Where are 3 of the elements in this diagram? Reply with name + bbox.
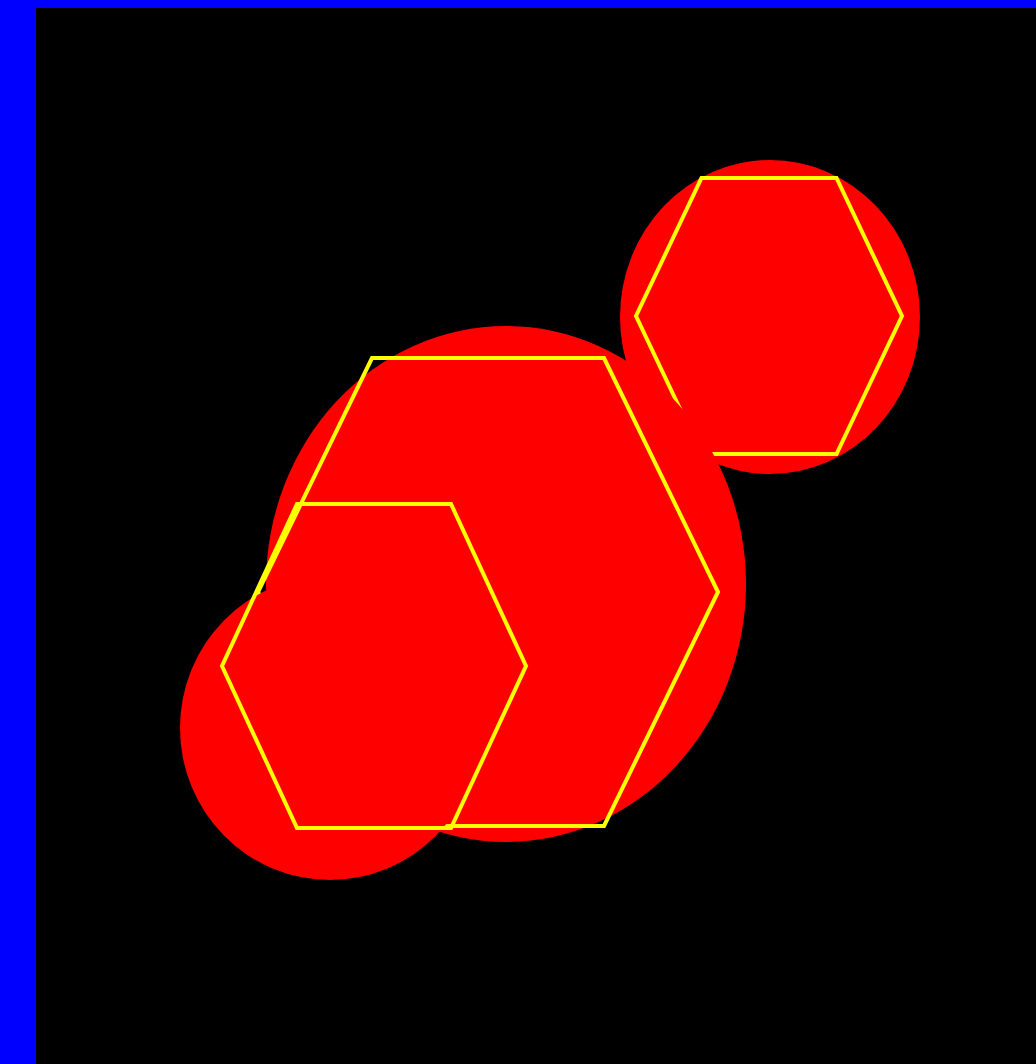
hexagon-outline: [220, 502, 528, 830]
circle: [620, 160, 920, 474]
hexagon-outline: [634, 176, 904, 456]
